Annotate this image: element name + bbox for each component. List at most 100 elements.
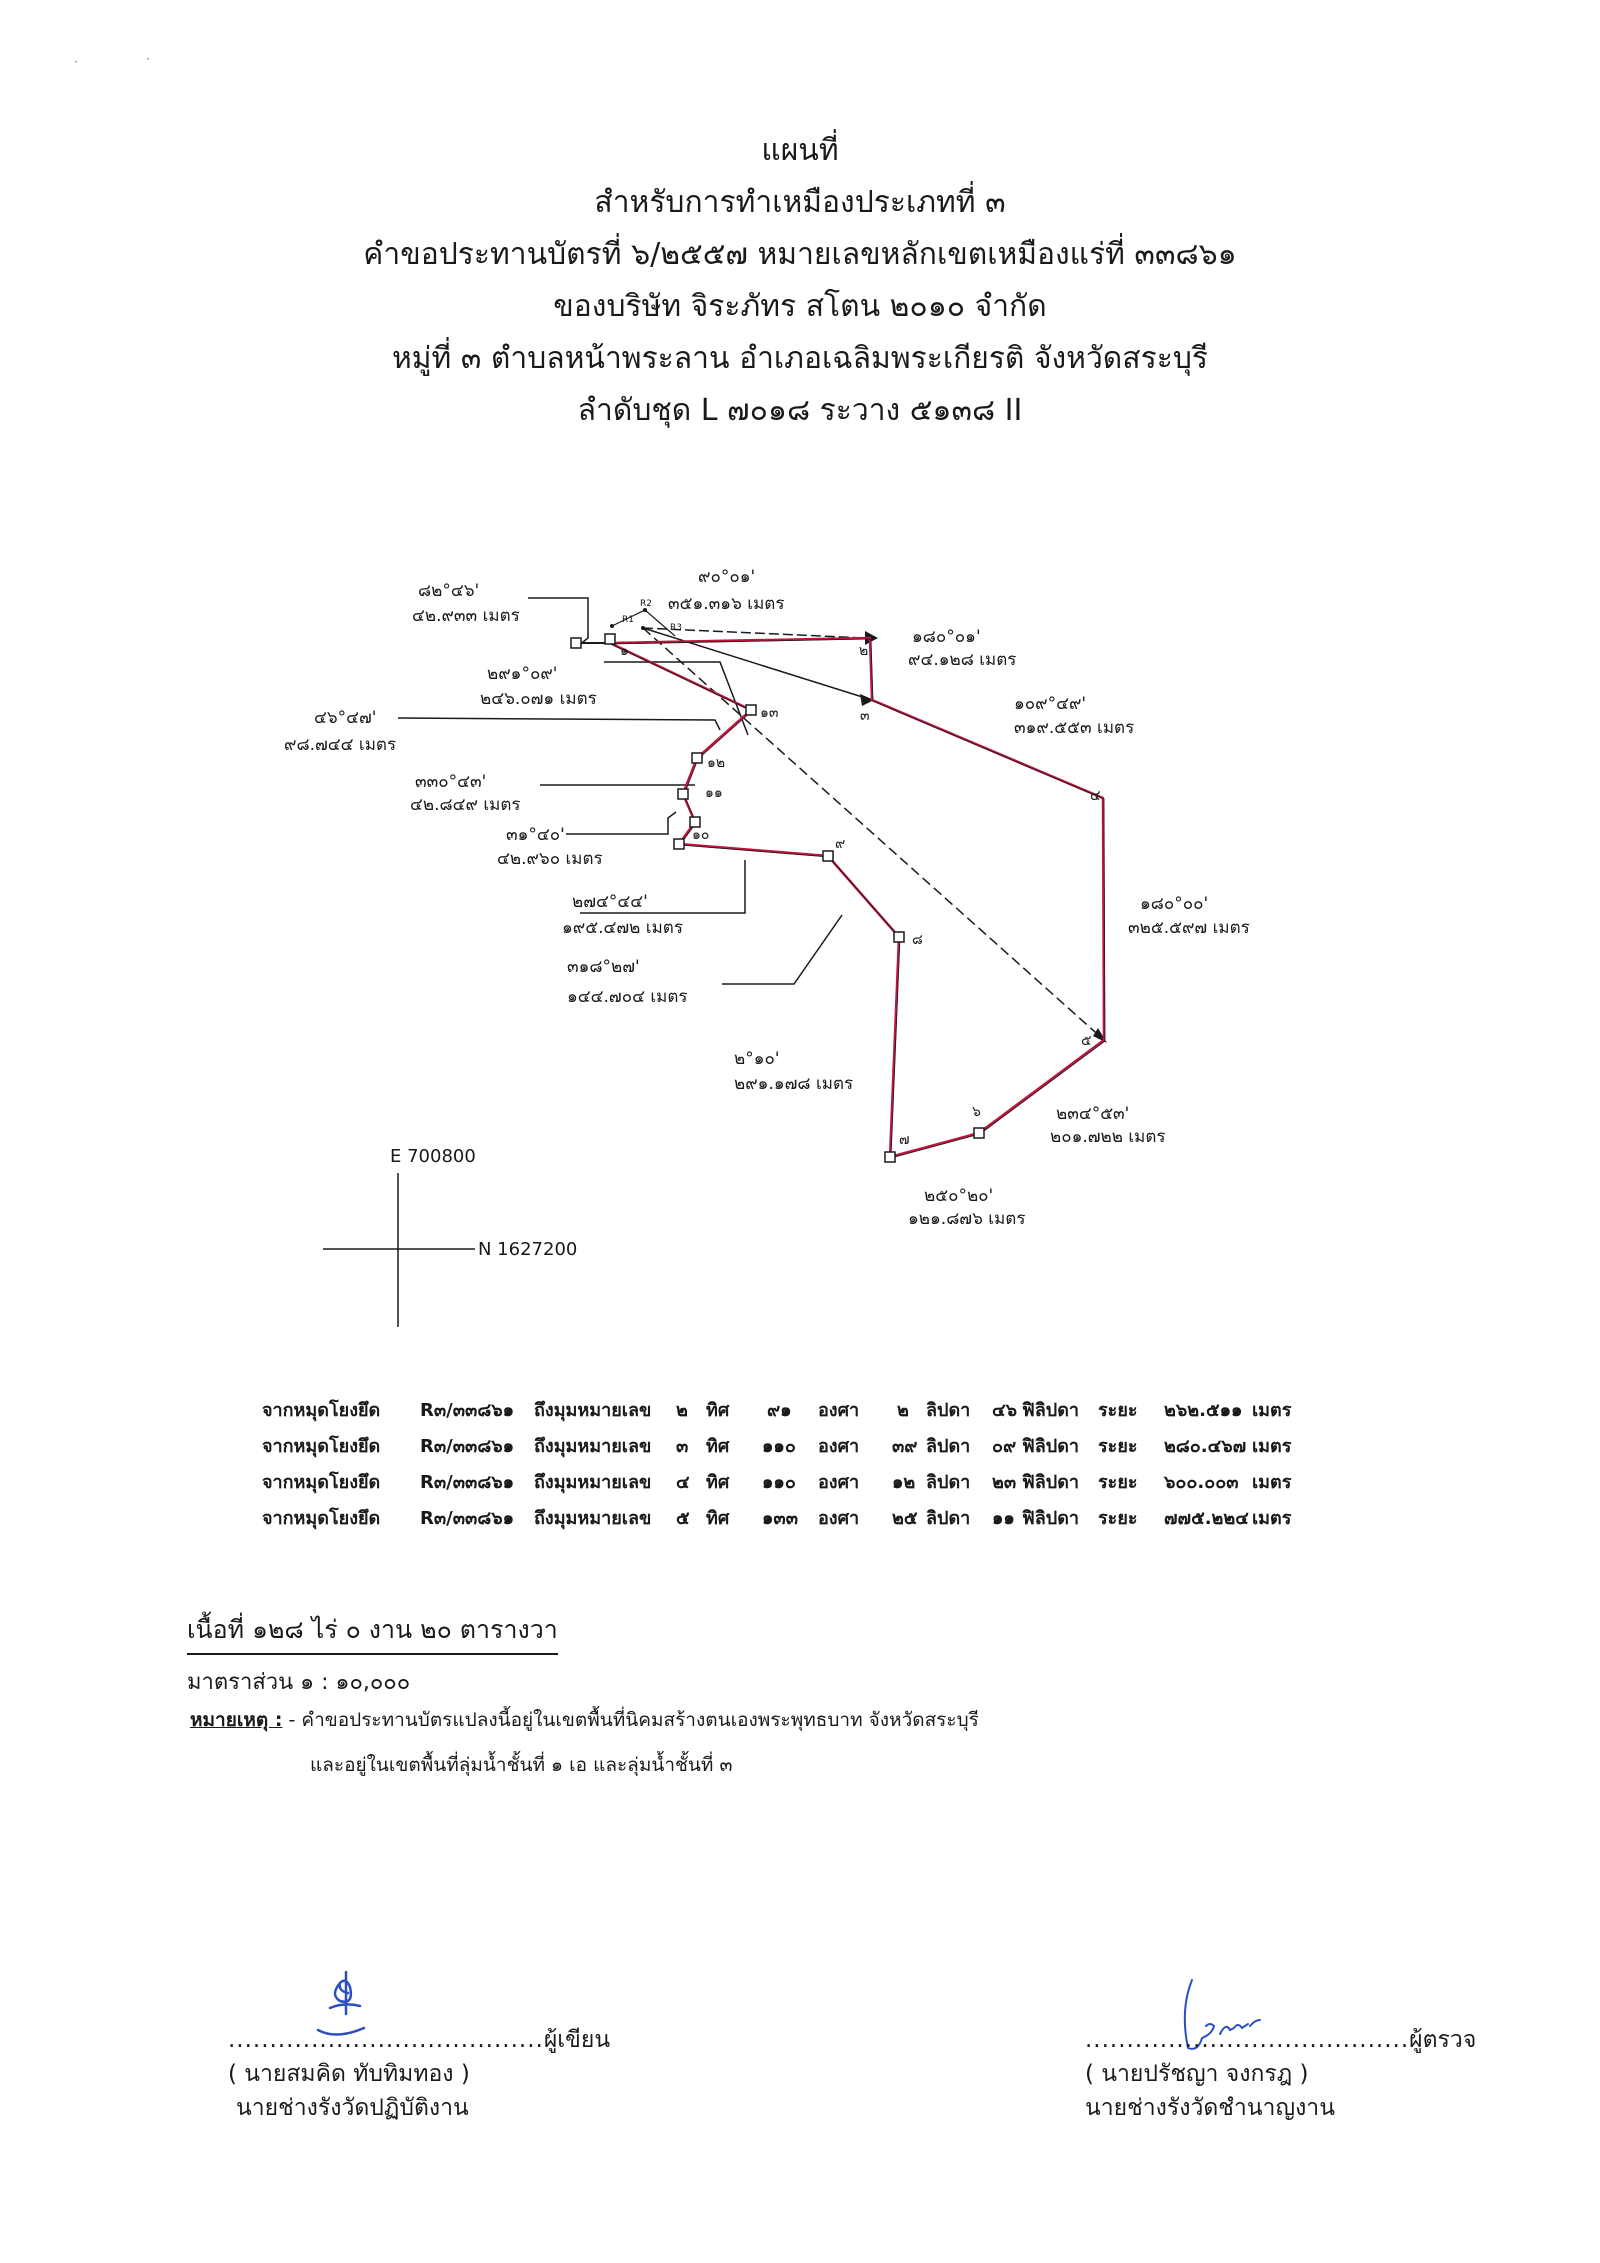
corner-label-4: ๔ [1090, 788, 1101, 804]
tie-unit: เมตร [1252, 1436, 1292, 1457]
tie-minutes: ๒๕ [892, 1508, 918, 1529]
corner-label-11: ๑๑ [705, 785, 723, 801]
scan-speck: · [74, 55, 78, 69]
writer-signature-block: ......................................ผู… [228, 2023, 610, 2125]
tie-row: จากหมุดโยงยึด R๓/๓๓๘๖๑ ถึงมุมหมายเลข ๓ ท… [262, 1429, 1322, 1465]
tie-to: ถึงมุมหมายเลข [534, 1436, 652, 1457]
tie-ref: R๓/๓๓๘๖๑ [420, 1472, 515, 1493]
tie-seconds: ๑๑ [992, 1508, 1015, 1529]
tie-corner-number: ๒ [676, 1400, 688, 1421]
bearing-labels: ๙๐°๐๑' ๓๕๑.๓๑๖ เมตร ๑๘๐°๐๑' ๙๔.๑๒๘ เมตร … [284, 567, 1250, 1229]
tie-seconds-unit: ฟิลิปดา [1022, 1472, 1079, 1493]
tie-distance-label: ระยะ [1098, 1400, 1138, 1421]
tie-from: จากหมุดโยงยึด [262, 1472, 381, 1493]
bearing-distance: ๙๘.๗๔๔ เมตร [284, 735, 396, 755]
tie-distance: ๖๐๐.๐๐๓ [1164, 1472, 1239, 1493]
arrow-head [865, 631, 878, 645]
tie-seconds: ๒๓ [992, 1472, 1017, 1493]
checker-signature-mark [1183, 1979, 1261, 2050]
bearing-angle: ๒๕๐°๒๐' [924, 1186, 993, 1206]
bearing-distance: ๑๒๑.๘๗๖ เมตร [908, 1209, 1025, 1229]
corner-marker [673, 838, 685, 850]
tie-seconds: ๔๖ [992, 1400, 1018, 1421]
arrow-head [860, 694, 874, 706]
document-header: แผนที่ สำหรับการทำเหมืองประเภทที่ ๓ คำขอ… [0, 125, 1600, 437]
tie-degrees: ๑๑๐ [762, 1472, 796, 1493]
bearing-3-4: ๑๐๙°๔๙' ๓๑๙.๕๕๓ เมตร [1014, 694, 1134, 738]
tie-direction: ทิศ [706, 1508, 730, 1529]
tie-minutes-unit: ลิปดา [926, 1400, 971, 1421]
header-map-series: ลำดับชุด L ๗๐๑๘ ระวาง ๕๑๓๘ II [577, 393, 1023, 428]
bearing-9-10: ๒๗๔°๔๔' ๑๙๕.๔๗๒ เมตร [562, 892, 683, 938]
bearing-distance: ๒๙๑.๑๗๘ เมตร [734, 1074, 853, 1094]
checker-title: นายช่างรังวัดชำนาญงาน [1085, 2095, 1335, 2121]
remark-line-1: - คำขอประทานบัตรแปลงนี้อยู่ในเขตพื้นที่น… [282, 1709, 979, 1731]
grid-reference [323, 1173, 475, 1327]
bearing-angle: ๓๑°๔๐' [506, 825, 565, 845]
checker-role: ผู้ตรวจ [1409, 2027, 1477, 2053]
bearing-angle: ๑๘๐°๐๑' [912, 627, 981, 647]
bearing-angle: ๘๒°๔๖' [418, 581, 479, 601]
tie-distance-label: ระยะ [1098, 1436, 1138, 1457]
corner-label-10: ๑๐ [692, 827, 709, 843]
tie-unit: เมตร [1252, 1508, 1292, 1529]
grid-northing: N 1627200 [478, 1239, 577, 1260]
bearing-distance: ๓๕๑.๓๑๖ เมตร [668, 594, 784, 614]
map-scale: มาตราส่วน ๑ : ๑๐,๐๐๐ [187, 1670, 411, 1695]
bearing-distance: ๔๒.๙๖๐ เมตร [497, 849, 603, 869]
tie-direction: ทิศ [706, 1400, 730, 1421]
tie-seconds-unit: ฟิลิปดา [1022, 1400, 1079, 1421]
checker-signature-block: .......................................ผ… [1085, 2023, 1476, 2125]
bearing-distance: ๓๒๕.๕๙๗ เมตร [1128, 918, 1250, 938]
tie-seconds-unit: ฟิลิปดา [1022, 1508, 1079, 1529]
leader-line [397, 717, 721, 731]
tie-corner-number: ๓ [676, 1436, 689, 1457]
bearing-angle: ๒๓๔°๕๓' [1056, 1104, 1129, 1124]
tie-from: จากหมุดโยงยึด [262, 1508, 381, 1529]
header-company: ของบริษัท จิระภัทร สโตน ๒๐๑๐ จำกัด [553, 289, 1047, 324]
corner-marker [689, 816, 701, 828]
tie-minutes: ๒ [897, 1400, 909, 1421]
tie-from: จากหมุดโยงยึด [262, 1400, 381, 1421]
tie-to: ถึงมุมหมายเลข [534, 1472, 652, 1493]
scan-speck: · [146, 52, 150, 66]
corner-marker [745, 704, 757, 716]
corner-marker [570, 637, 582, 649]
bearing-10-11: ๓๑°๔๐' ๔๒.๙๖๐ เมตร [497, 825, 603, 869]
bearing-angle: ๒๙๑°๐๙' [487, 664, 557, 684]
bearing-distance: ๙๔.๑๒๘ เมตร [908, 650, 1016, 670]
bearing-2-3: ๑๘๐°๐๑' ๙๔.๑๒๘ เมตร [908, 627, 1016, 670]
tie-minutes: ๓๙ [892, 1436, 918, 1457]
tie-seconds-unit: ฟิลิปดา [1022, 1436, 1079, 1457]
tie-degrees: ๙๑ [767, 1400, 792, 1421]
corner-label-12: ๑๒ [707, 755, 725, 771]
corner-label-5: ๕ [1081, 1033, 1092, 1049]
tie-line [642, 627, 873, 701]
bearing-8-9: ๓๑๘°๒๗' ๑๔๔.๗๐๔ เมตร [567, 957, 688, 1007]
tie-row: จากหมุดโยงยึด R๓/๓๓๘๖๑ ถึงมุมหมายเลข ๕ ท… [262, 1501, 1322, 1537]
bearing-angle: ๓๑๘°๒๗' [567, 957, 640, 977]
corner-markers [570, 633, 985, 1163]
tie-degrees-unit: องศา [818, 1472, 860, 1493]
corner-marker [884, 1151, 896, 1163]
bearing-angle: ๙๐°๐๑' [698, 567, 755, 587]
checker-name: ( นายปรัชญา จงกรฎ ) [1085, 2061, 1309, 2087]
header-title: แผนที่ [761, 133, 839, 168]
ref-point-label: R1 [622, 615, 634, 625]
bearing-distance: ๑๙๕.๔๗๒ เมตร [562, 918, 683, 938]
bearing-angle: ๒๗๔°๔๔' [572, 892, 648, 912]
corner-marker [893, 931, 905, 943]
corner-label-6: ๖ [972, 1104, 981, 1120]
corner-label-2: ๒ [859, 643, 868, 659]
tie-degrees: ๑๑๐ [762, 1436, 796, 1457]
header-location: หมู่ที่ ๓ ตำบลหน้าพระลาน อำเภอเฉลิมพระเก… [392, 341, 1208, 376]
signature-dots: ...................................... [228, 2027, 544, 2053]
corner-marker [973, 1127, 985, 1139]
bearing-distance: ๒๔๖.๐๗๑ เมตร [480, 689, 597, 709]
leader-line [604, 661, 749, 736]
tie-distance: ๗๗๕.๒๒๔ [1164, 1508, 1249, 1529]
tie-degrees-unit: องศา [818, 1436, 860, 1457]
tie-lines [642, 627, 1107, 1043]
tie-seconds: ๐๙ [992, 1436, 1017, 1457]
